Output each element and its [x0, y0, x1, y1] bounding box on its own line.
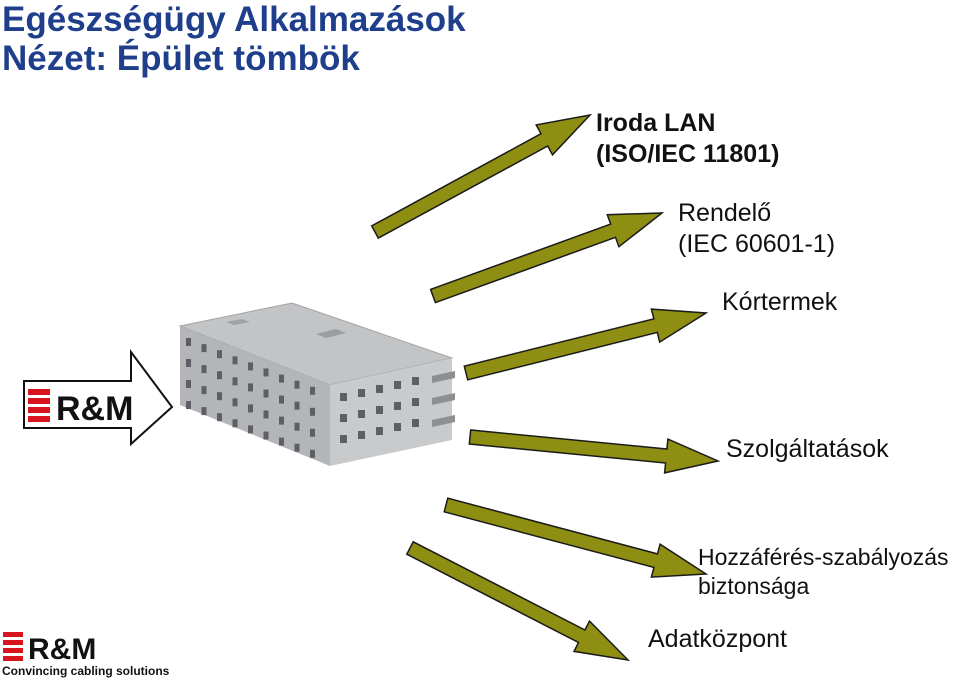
window [263, 410, 269, 419]
window [294, 422, 300, 431]
rm-stripes-icon [28, 389, 50, 422]
roof-unit [226, 319, 250, 325]
window [186, 380, 191, 388]
building-windows [186, 338, 419, 458]
window [279, 416, 284, 425]
label-access: Hozzáférés-szabályozás biztonsága [698, 543, 949, 601]
arrow-to-services [468, 429, 721, 474]
window [376, 427, 383, 435]
window [394, 381, 401, 389]
label-office-line-2: (ISO/IEC 11801) [596, 140, 780, 168]
balcony [432, 371, 455, 383]
window [340, 435, 347, 443]
label-practice: Rendelő (IEC 60601-1) [678, 198, 835, 260]
window [232, 356, 238, 365]
window [376, 385, 383, 393]
window [294, 443, 300, 452]
window [294, 401, 300, 410]
window [358, 389, 365, 397]
building-facade-left [180, 326, 330, 466]
window [279, 395, 284, 404]
balcony [432, 415, 455, 427]
window [217, 350, 222, 359]
window [201, 386, 207, 395]
window [186, 338, 191, 346]
label-access-line-2: biztonsága [698, 573, 810, 599]
label-office-line-1: Iroda LAN [596, 109, 716, 137]
window [186, 401, 191, 409]
window [248, 425, 253, 434]
brand-tagline: Convincing cabling solutions [2, 664, 170, 678]
window [217, 371, 222, 380]
window [201, 407, 207, 416]
label-services: Szolgáltatások [726, 435, 889, 463]
window [263, 431, 269, 440]
label-datacenter: Adatközpont [648, 625, 787, 653]
window [358, 431, 365, 439]
rm-outline-arrow [23, 348, 174, 447]
window [412, 419, 419, 427]
title-line-1: Egészségügy Alkalmazások [2, 0, 466, 39]
window [340, 393, 347, 401]
window [376, 406, 383, 414]
window [340, 414, 347, 422]
window [248, 362, 253, 371]
window [201, 365, 207, 374]
window [310, 449, 315, 458]
label-wards: Kórtermek [722, 288, 838, 316]
window [310, 428, 315, 437]
window [294, 380, 300, 389]
window [248, 383, 253, 392]
window [232, 398, 238, 407]
page-title: Egészségügy Alkalmazások Nézet: Épület t… [2, 0, 466, 78]
title-line-2: Nézet: Épület tömbök [2, 39, 360, 78]
roof-unit [316, 329, 346, 338]
window [232, 377, 238, 386]
arrow-to-wards [463, 308, 709, 381]
window [279, 437, 284, 446]
arrow-to-datacenter [405, 540, 631, 662]
window [412, 377, 419, 385]
window [310, 407, 315, 416]
window [217, 413, 222, 422]
arrow-to-office [370, 113, 593, 240]
brand-logo-text: R&M [28, 633, 96, 666]
label-access-line-1: Hozzáférés-szabályozás [698, 544, 949, 570]
balcony [432, 393, 455, 405]
window [217, 392, 222, 401]
window [201, 344, 207, 353]
window [394, 402, 401, 410]
arrow-to-access [443, 497, 709, 578]
window [412, 398, 419, 406]
window [358, 410, 365, 418]
label-practice-line-2: (IEC 60601-1) [678, 230, 836, 258]
rm-arrow-logo-text: R&M [56, 390, 133, 428]
window [394, 423, 401, 431]
window [263, 389, 269, 398]
window [279, 374, 284, 383]
arrow-to-practice [429, 212, 665, 304]
window [186, 359, 191, 367]
label-practice-line-1: Rendelő [678, 199, 772, 227]
window [232, 419, 238, 428]
window [248, 404, 253, 413]
label-office: Iroda LAN (ISO/IEC 11801) [596, 108, 779, 170]
window [310, 386, 315, 395]
window [263, 368, 269, 377]
brand-stripes-icon [3, 632, 23, 661]
